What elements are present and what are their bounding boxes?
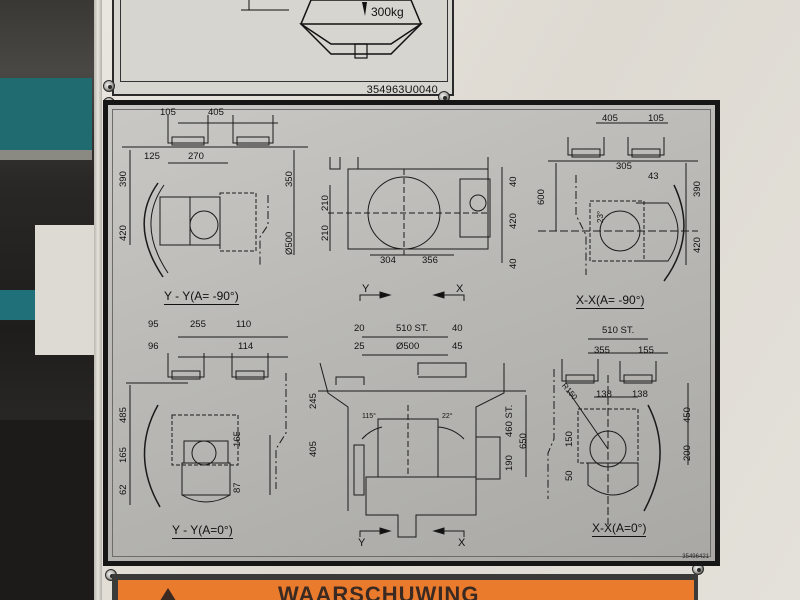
view-caption-xx-a-0: X-X(A=0°)	[592, 521, 647, 537]
dim-label: 114	[238, 341, 254, 352]
background-shelf	[0, 150, 92, 160]
dim-label: 20	[354, 323, 365, 334]
dim-label: 43	[648, 171, 659, 182]
dim-label: 390	[118, 171, 129, 187]
dim-label: 405	[308, 441, 319, 457]
load-diagram	[241, 0, 423, 59]
dim-label: 150	[564, 431, 575, 447]
dim-label: 62	[118, 484, 129, 495]
dim-label: 510 ST.	[396, 323, 429, 334]
dim-label: 650	[518, 433, 529, 449]
background-floor	[0, 420, 96, 600]
dim-label: 23°	[596, 210, 605, 223]
view-caption-yy-a-minus90: Y - Y(A= -90°)	[164, 289, 239, 305]
dimension-plate: 105 405 125 270 390 420 350 Ø500 Y - Y(A…	[103, 100, 720, 566]
top-plate-border: 300kg	[120, 0, 448, 82]
top-plate-part-code: 354963U0040	[366, 84, 438, 96]
dim-label: 420	[692, 237, 703, 253]
dim-label: 210	[320, 225, 331, 241]
background-white-cabinet	[35, 225, 95, 355]
dim-label: 355	[594, 345, 610, 356]
background-teal-machine-lower	[0, 290, 35, 320]
dim-label: 420	[508, 213, 519, 229]
dim-label: Ø500	[396, 341, 420, 352]
dim-label: 460 ST.	[504, 404, 515, 437]
dim-label: Ø500	[284, 231, 295, 255]
background-teal-machine	[0, 78, 92, 158]
dim-label: 138	[596, 389, 612, 400]
axis-arrow-y: Y	[358, 537, 366, 549]
axis-arrow-x: X	[456, 283, 464, 295]
dim-label: 390	[692, 181, 703, 197]
dim-label: 245	[308, 393, 319, 409]
dim-label: 105	[648, 113, 664, 124]
top-load-plate: 300kg 354963U0040	[112, 0, 454, 96]
dim-label: 155	[638, 345, 654, 356]
dim-label: 165	[118, 447, 129, 463]
dim-label: 356	[422, 255, 438, 266]
dim-label: 190	[504, 455, 515, 471]
axis-arrow-y: Y	[362, 283, 370, 295]
dim-label: 105	[160, 107, 176, 118]
dim-label: 138	[632, 389, 648, 400]
technical-drawing	[122, 115, 698, 538]
dim-label: 450	[682, 407, 693, 423]
dim-label: 40	[508, 258, 519, 269]
dim-label: 304	[380, 255, 396, 266]
dim-label: 485	[118, 407, 129, 423]
dim-label: 255	[190, 319, 206, 330]
dim-label: 87	[232, 482, 243, 493]
dim-label: 510 ST.	[602, 325, 635, 336]
dim-label: 165	[232, 431, 243, 447]
dim-label: 50	[564, 470, 575, 481]
dim-label: 25	[354, 341, 365, 352]
dim-label: 40	[508, 176, 519, 187]
dim-label: 115°	[362, 413, 376, 420]
machine-frame-edge	[94, 0, 102, 600]
dim-label: 22°	[442, 413, 453, 420]
dimension-plate-border	[112, 109, 711, 557]
dim-label: 210	[320, 195, 331, 211]
view-caption-xx-a-minus90: X-X(A= -90°)	[576, 293, 645, 309]
dim-label: 420	[118, 225, 129, 241]
dim-label: 110	[236, 319, 252, 330]
dim-label: 305	[616, 161, 632, 172]
dim-label: 45	[452, 341, 463, 352]
dim-label: 270	[188, 151, 204, 162]
dim-label: 125	[144, 151, 160, 162]
view-caption-yy-a-0: Y - Y(A=0°)	[172, 523, 233, 539]
dim-label: 96	[148, 341, 159, 352]
dim-label: 200	[682, 445, 693, 461]
dim-label: 350	[284, 171, 295, 187]
dim-label: 95	[148, 319, 159, 330]
plate-part-code: 35496421	[682, 554, 709, 560]
dim-label: 405	[602, 113, 618, 124]
dim-label: 600	[536, 189, 547, 205]
screw-icon	[103, 80, 115, 92]
axis-arrow-x: X	[458, 537, 466, 549]
weight-label: 300kg	[371, 5, 404, 19]
warning-text: WAARSCHUWING	[278, 582, 480, 600]
dim-label: 40	[452, 323, 463, 334]
warning-plate: WAARSCHUWING	[118, 580, 694, 600]
dim-label: 405	[208, 107, 224, 118]
warning-triangle-icon	[158, 588, 178, 600]
